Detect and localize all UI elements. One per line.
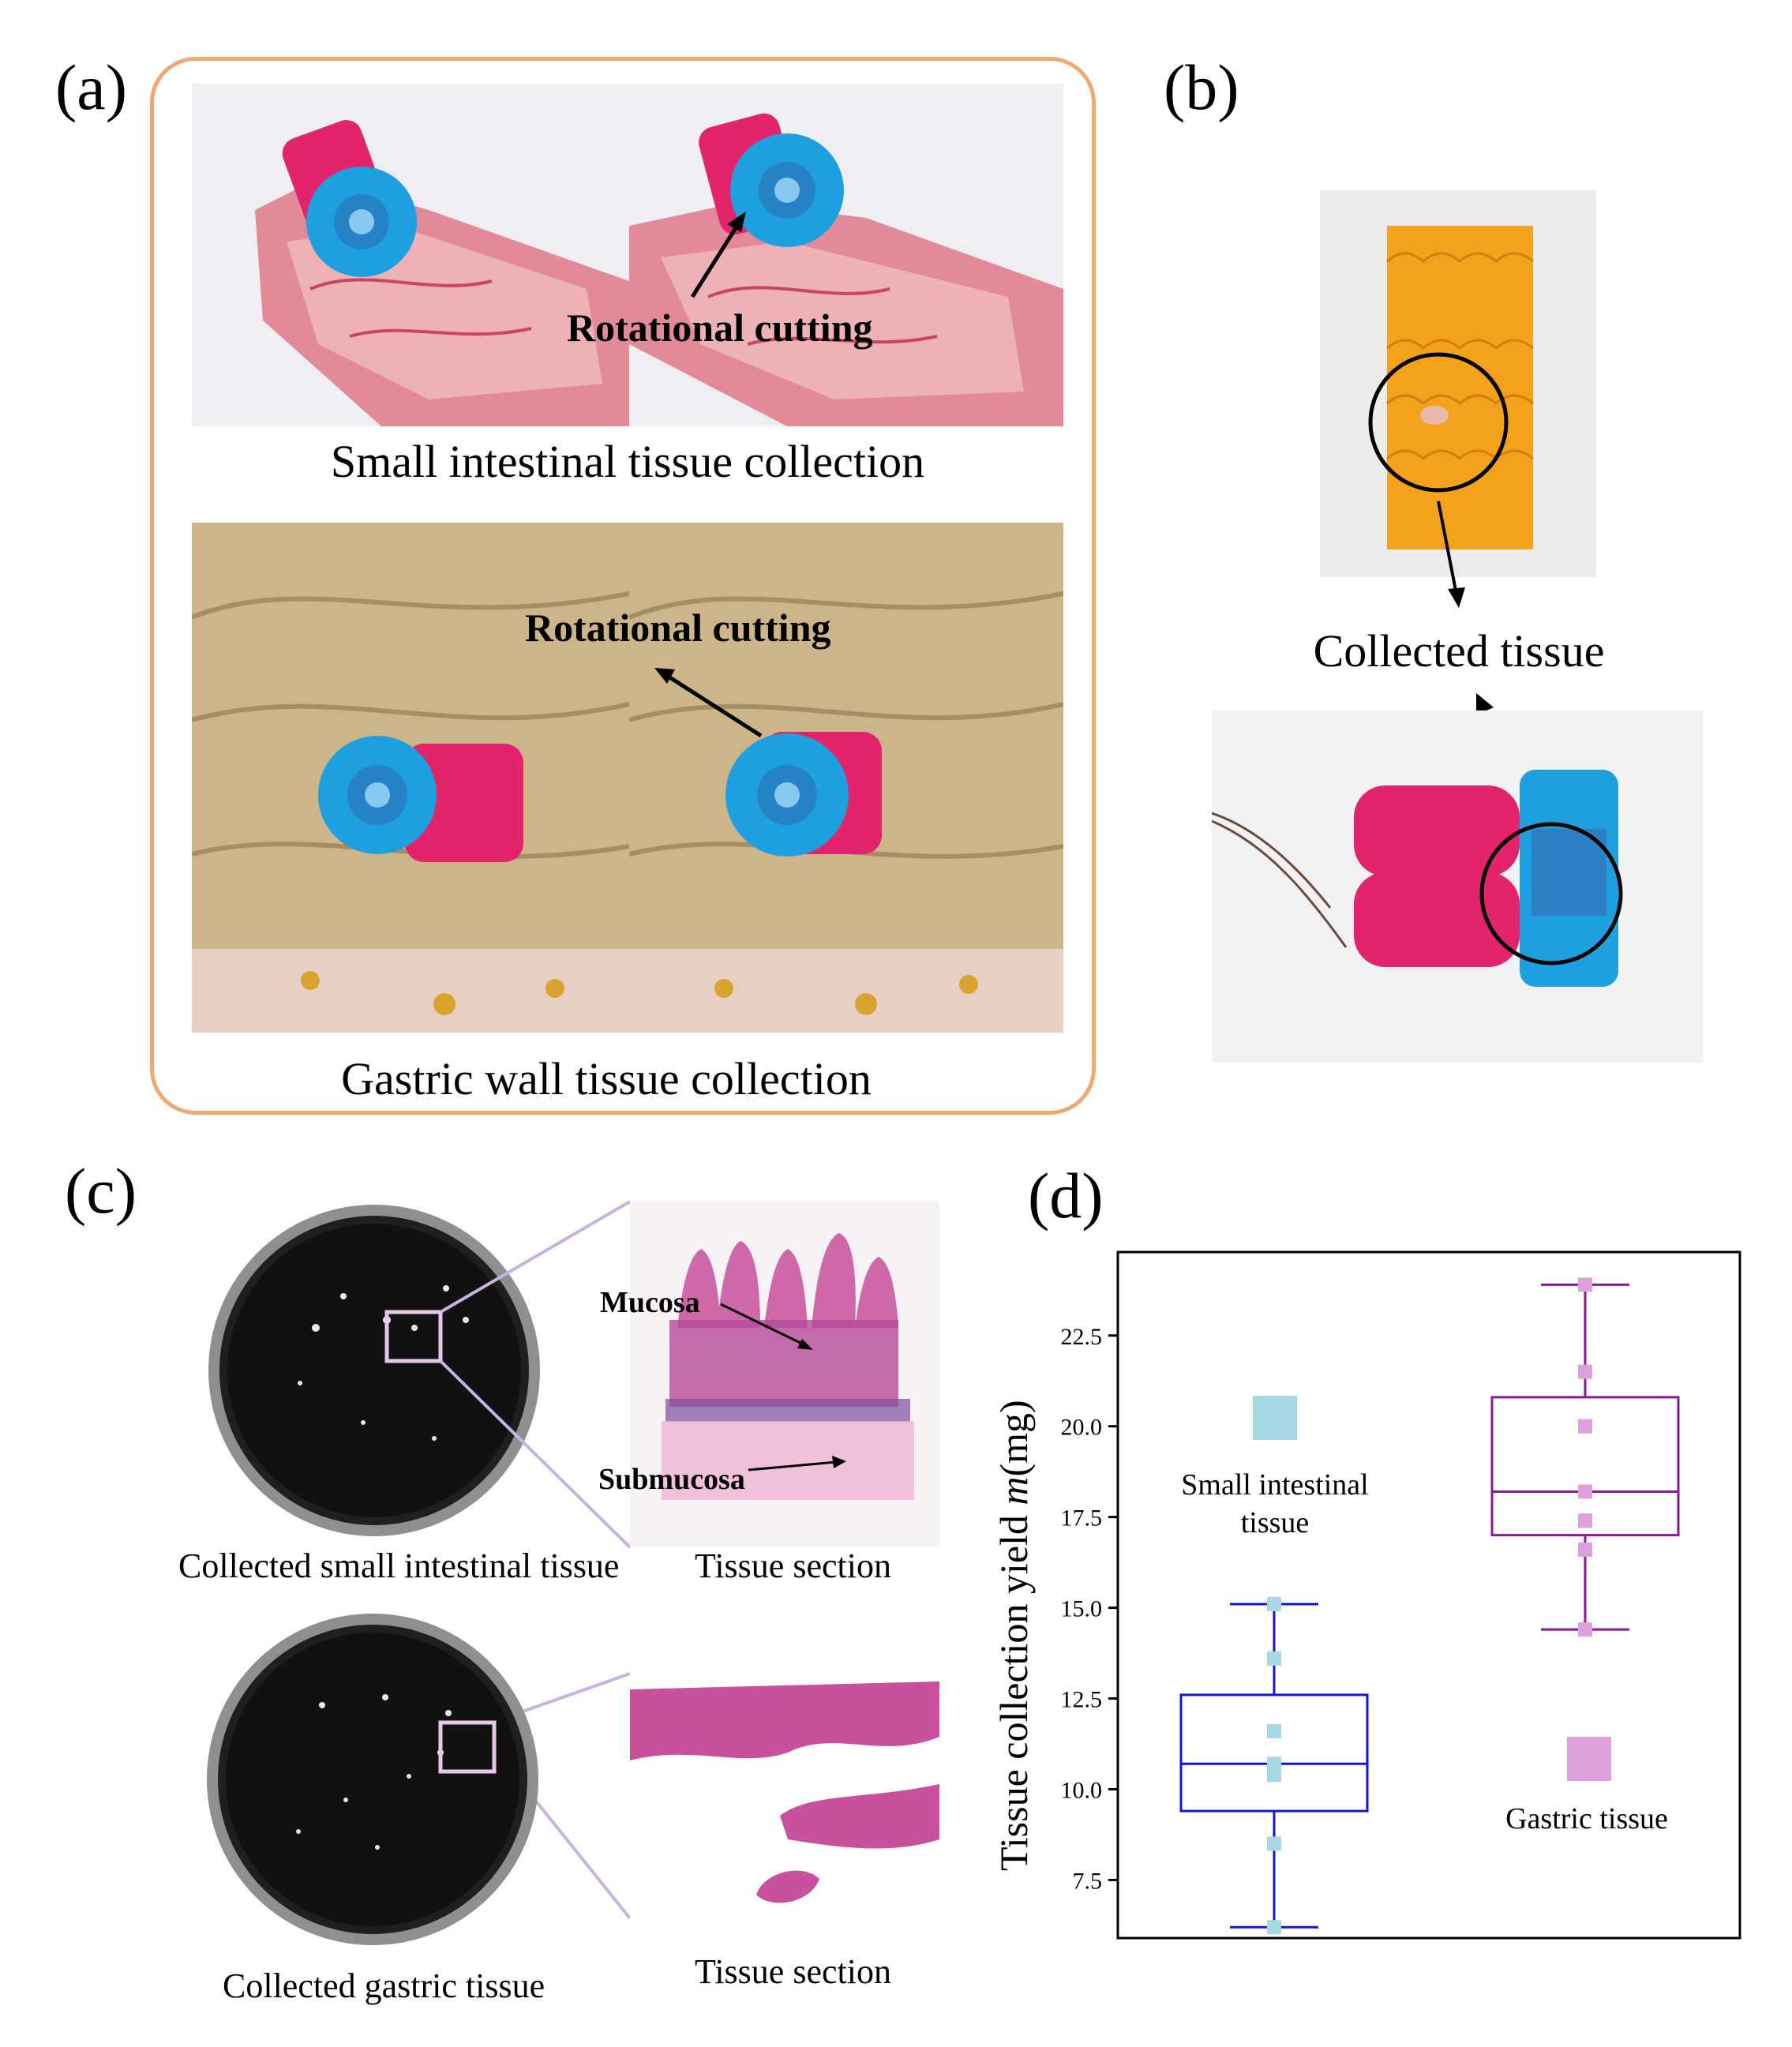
plot-frame xyxy=(1116,1250,1741,1940)
tissue-section-caption-bottom: Tissue section xyxy=(695,1952,891,1991)
legend-marker-gastric xyxy=(1567,1737,1611,1781)
collected-tissue-label: Collected tissue xyxy=(1313,625,1605,677)
panel-label-d: (d) xyxy=(1028,1160,1104,1232)
y-tick-label: 12.5 xyxy=(1061,1687,1103,1713)
legend-label-gastric: Gastric tissue xyxy=(1505,1802,1668,1835)
rotational-cutting-label-bottom: Rotational cutting xyxy=(525,605,831,650)
gastric-data-point xyxy=(1578,1543,1592,1558)
panel-label-b: (b) xyxy=(1164,51,1239,123)
gastric-data-point xyxy=(1578,1622,1592,1637)
gastric-caption: Gastric wall tissue collection xyxy=(341,1053,872,1104)
y-tick-label: 15.0 xyxy=(1061,1596,1103,1622)
small-intestine-caption: Small intestinal tissue collection xyxy=(330,436,925,487)
legend-marker-small-intestinal xyxy=(1253,1396,1297,1440)
rotational-cutting-label-top: Rotational cutting xyxy=(567,306,873,350)
gastric-photo-left xyxy=(192,523,629,1033)
small-intestinal-data-point xyxy=(1267,1723,1281,1738)
petri-dish-gastric xyxy=(204,1610,542,1948)
gastric-box xyxy=(1490,1396,1680,1537)
tissue-section-caption-top: Tissue section xyxy=(695,1546,891,1585)
small-intestine-photo-right xyxy=(629,84,1063,426)
tape-sample-photo xyxy=(1320,190,1596,577)
panel-label-a: (a) xyxy=(55,51,128,123)
gastric-photo-right xyxy=(629,523,1063,1033)
small-intestinal-data-point xyxy=(1267,1651,1281,1666)
gastric-data-point xyxy=(1578,1513,1592,1528)
gastric-data-point xyxy=(1578,1484,1592,1499)
y-tick-label: 10.0 xyxy=(1061,1777,1103,1803)
y-tick-label: 17.5 xyxy=(1061,1505,1103,1532)
y-tick-label: 20.0 xyxy=(1061,1415,1103,1441)
y-tick-label: 7.5 xyxy=(1073,1868,1103,1894)
submucosa-label: Submucosa xyxy=(598,1463,745,1496)
y-tick-label: 22.5 xyxy=(1061,1324,1103,1350)
histology-small-intestine xyxy=(630,1202,939,1547)
legend-label-small-intestinal-line1: Small intestinal xyxy=(1181,1468,1368,1502)
gastric-data-point xyxy=(1578,1277,1592,1292)
gastric-data-point xyxy=(1578,1419,1592,1434)
small-intestinal-data-point xyxy=(1267,1756,1281,1771)
histology-gastric xyxy=(630,1674,939,1920)
small-intestinal-data-point xyxy=(1267,1768,1281,1783)
panel-a-frame xyxy=(150,57,1096,1115)
legend-label-small-intestinal-line2: tissue xyxy=(1241,1506,1310,1539)
panel-label-c: (c) xyxy=(65,1155,137,1227)
small-intestine-photo-left xyxy=(192,84,629,426)
collected-small-intestinal-caption: Collected small intestinal tissue xyxy=(178,1546,620,1585)
capsule-collected-photo xyxy=(1212,710,1703,1063)
small-intestinal-data-point xyxy=(1267,1836,1281,1851)
small-intestinal-box xyxy=(1179,1693,1369,1813)
small-intestinal-data-point xyxy=(1267,1596,1281,1611)
small-intestinal-data-point xyxy=(1267,1920,1281,1935)
gastric-data-point xyxy=(1578,1364,1592,1379)
mucosa-label: Mucosa xyxy=(600,1286,700,1319)
collected-gastric-caption: Collected gastric tissue xyxy=(223,1966,545,2005)
